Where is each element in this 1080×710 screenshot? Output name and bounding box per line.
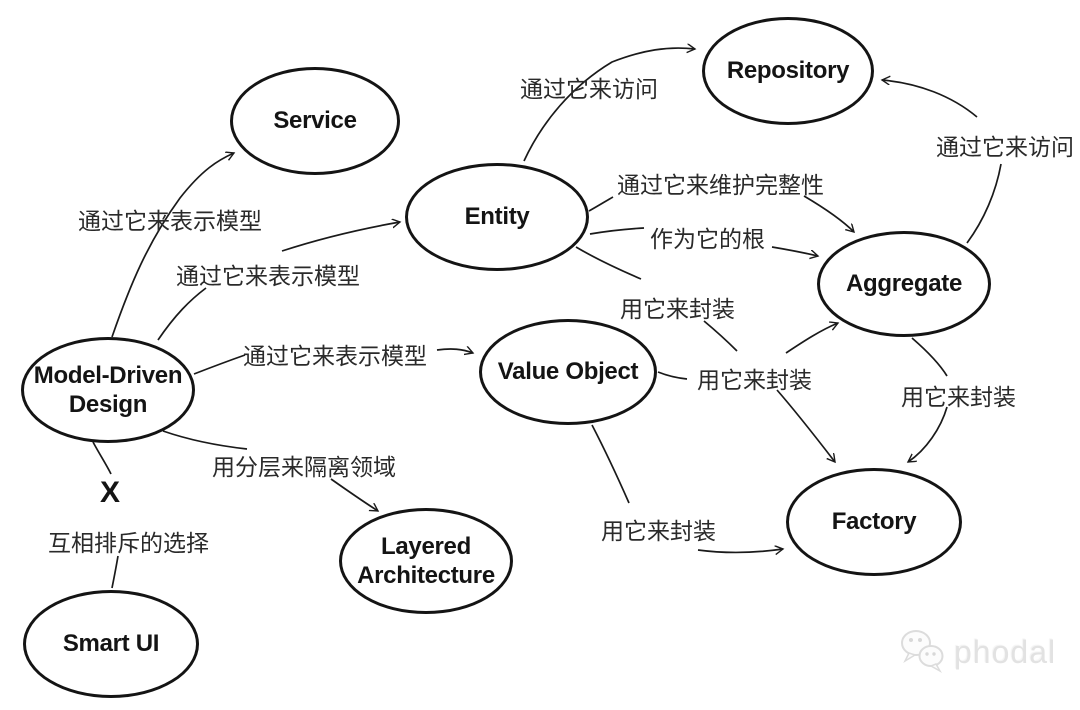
node-repository-label: Repository <box>726 57 850 85</box>
edge-mdd-valueobject-a <box>193 354 246 375</box>
edge-mdd-x <box>92 441 112 475</box>
edge-label-maintain-integrity: 通过它来维护完整性 <box>617 173 824 199</box>
edge-label-express-model-entity: 通过它来表示模型 <box>176 264 360 290</box>
edge-label-encapsulate-bottom: 用它来封装 <box>601 519 716 545</box>
node-repository: Repository <box>702 17 874 125</box>
edge-entity-aggregate-integrity-a <box>588 196 614 212</box>
edge-mdd-service <box>111 153 234 338</box>
edge-x-smartui <box>111 555 119 589</box>
edge-entity-repository <box>523 48 695 162</box>
edge-label-express-model-service: 通过它来表示模型 <box>78 209 262 235</box>
node-entity-label: Entity <box>464 203 530 231</box>
edge-mdd-layered-b <box>330 478 378 511</box>
exclusive-x-marker: X <box>100 476 121 509</box>
node-service-label: Service <box>273 107 357 135</box>
edge-entity-aggregate-root-b <box>771 246 818 256</box>
edge-valueobject-factory-b <box>697 549 783 553</box>
node-service: Service <box>230 67 400 175</box>
edge-label-isolate-domain: 用分层来隔离领域 <box>212 455 396 481</box>
edge-label-express-model-vo: 通过它来表示模型 <box>243 344 427 370</box>
edge-label-access-top: 通过它来访问 <box>520 77 658 103</box>
wechat-icon <box>901 630 944 673</box>
edge-label-encapsulate-mid: 用它来封装 <box>697 368 812 394</box>
watermark: phodal <box>898 626 1056 678</box>
edge-entity-encapsulate <box>575 246 642 280</box>
edge-label-mutually-exclusive: 互相排斥的选择 <box>48 531 209 557</box>
node-aggregate-label: Aggregate <box>846 270 962 298</box>
edge-label-act-as-root: 作为它的根 <box>650 227 765 253</box>
edge-valueobject-encapsulate <box>657 371 688 380</box>
edge-aggregate-factory-a <box>911 337 948 377</box>
edge-mdd-valueobject-b <box>436 349 473 353</box>
edge-entity-aggregate-root-a <box>589 227 645 235</box>
edge-mdd-entity-b <box>281 222 400 252</box>
edge-label-access-right: 通过它来访问 <box>936 135 1074 161</box>
edge-aggregate-repository-b <box>882 80 978 118</box>
watermark-text: phodal <box>954 633 1057 670</box>
node-value-object-label: Value Object <box>497 358 639 386</box>
node-smart-ui-label: Smart UI <box>62 630 160 658</box>
edge-label-encapsulate-right: 用它来封装 <box>901 385 1016 411</box>
edge-aggregate-repository-a <box>966 163 1002 244</box>
edge-mdd-entity-a <box>157 287 207 341</box>
edge-encapsulate-aggregate <box>785 323 838 354</box>
node-aggregate: Aggregate <box>817 231 991 337</box>
node-factory-label: Factory <box>831 508 917 536</box>
edge-encapsulate-link <box>703 320 738 352</box>
edge-encapsulate-factory <box>776 389 835 462</box>
node-entity: Entity <box>405 163 589 271</box>
edge-label-encapsulate-entity: 用它来封装 <box>620 297 735 323</box>
node-factory: Factory <box>786 468 962 576</box>
node-value-object: Value Object <box>479 319 657 425</box>
node-smart-ui: Smart UI <box>23 590 199 698</box>
edge-aggregate-factory-b <box>908 406 948 462</box>
edge-entity-aggregate-integrity-b <box>803 195 854 232</box>
edge-mdd-layered-a <box>162 430 248 450</box>
edge-valueobject-factory-a <box>591 424 630 504</box>
